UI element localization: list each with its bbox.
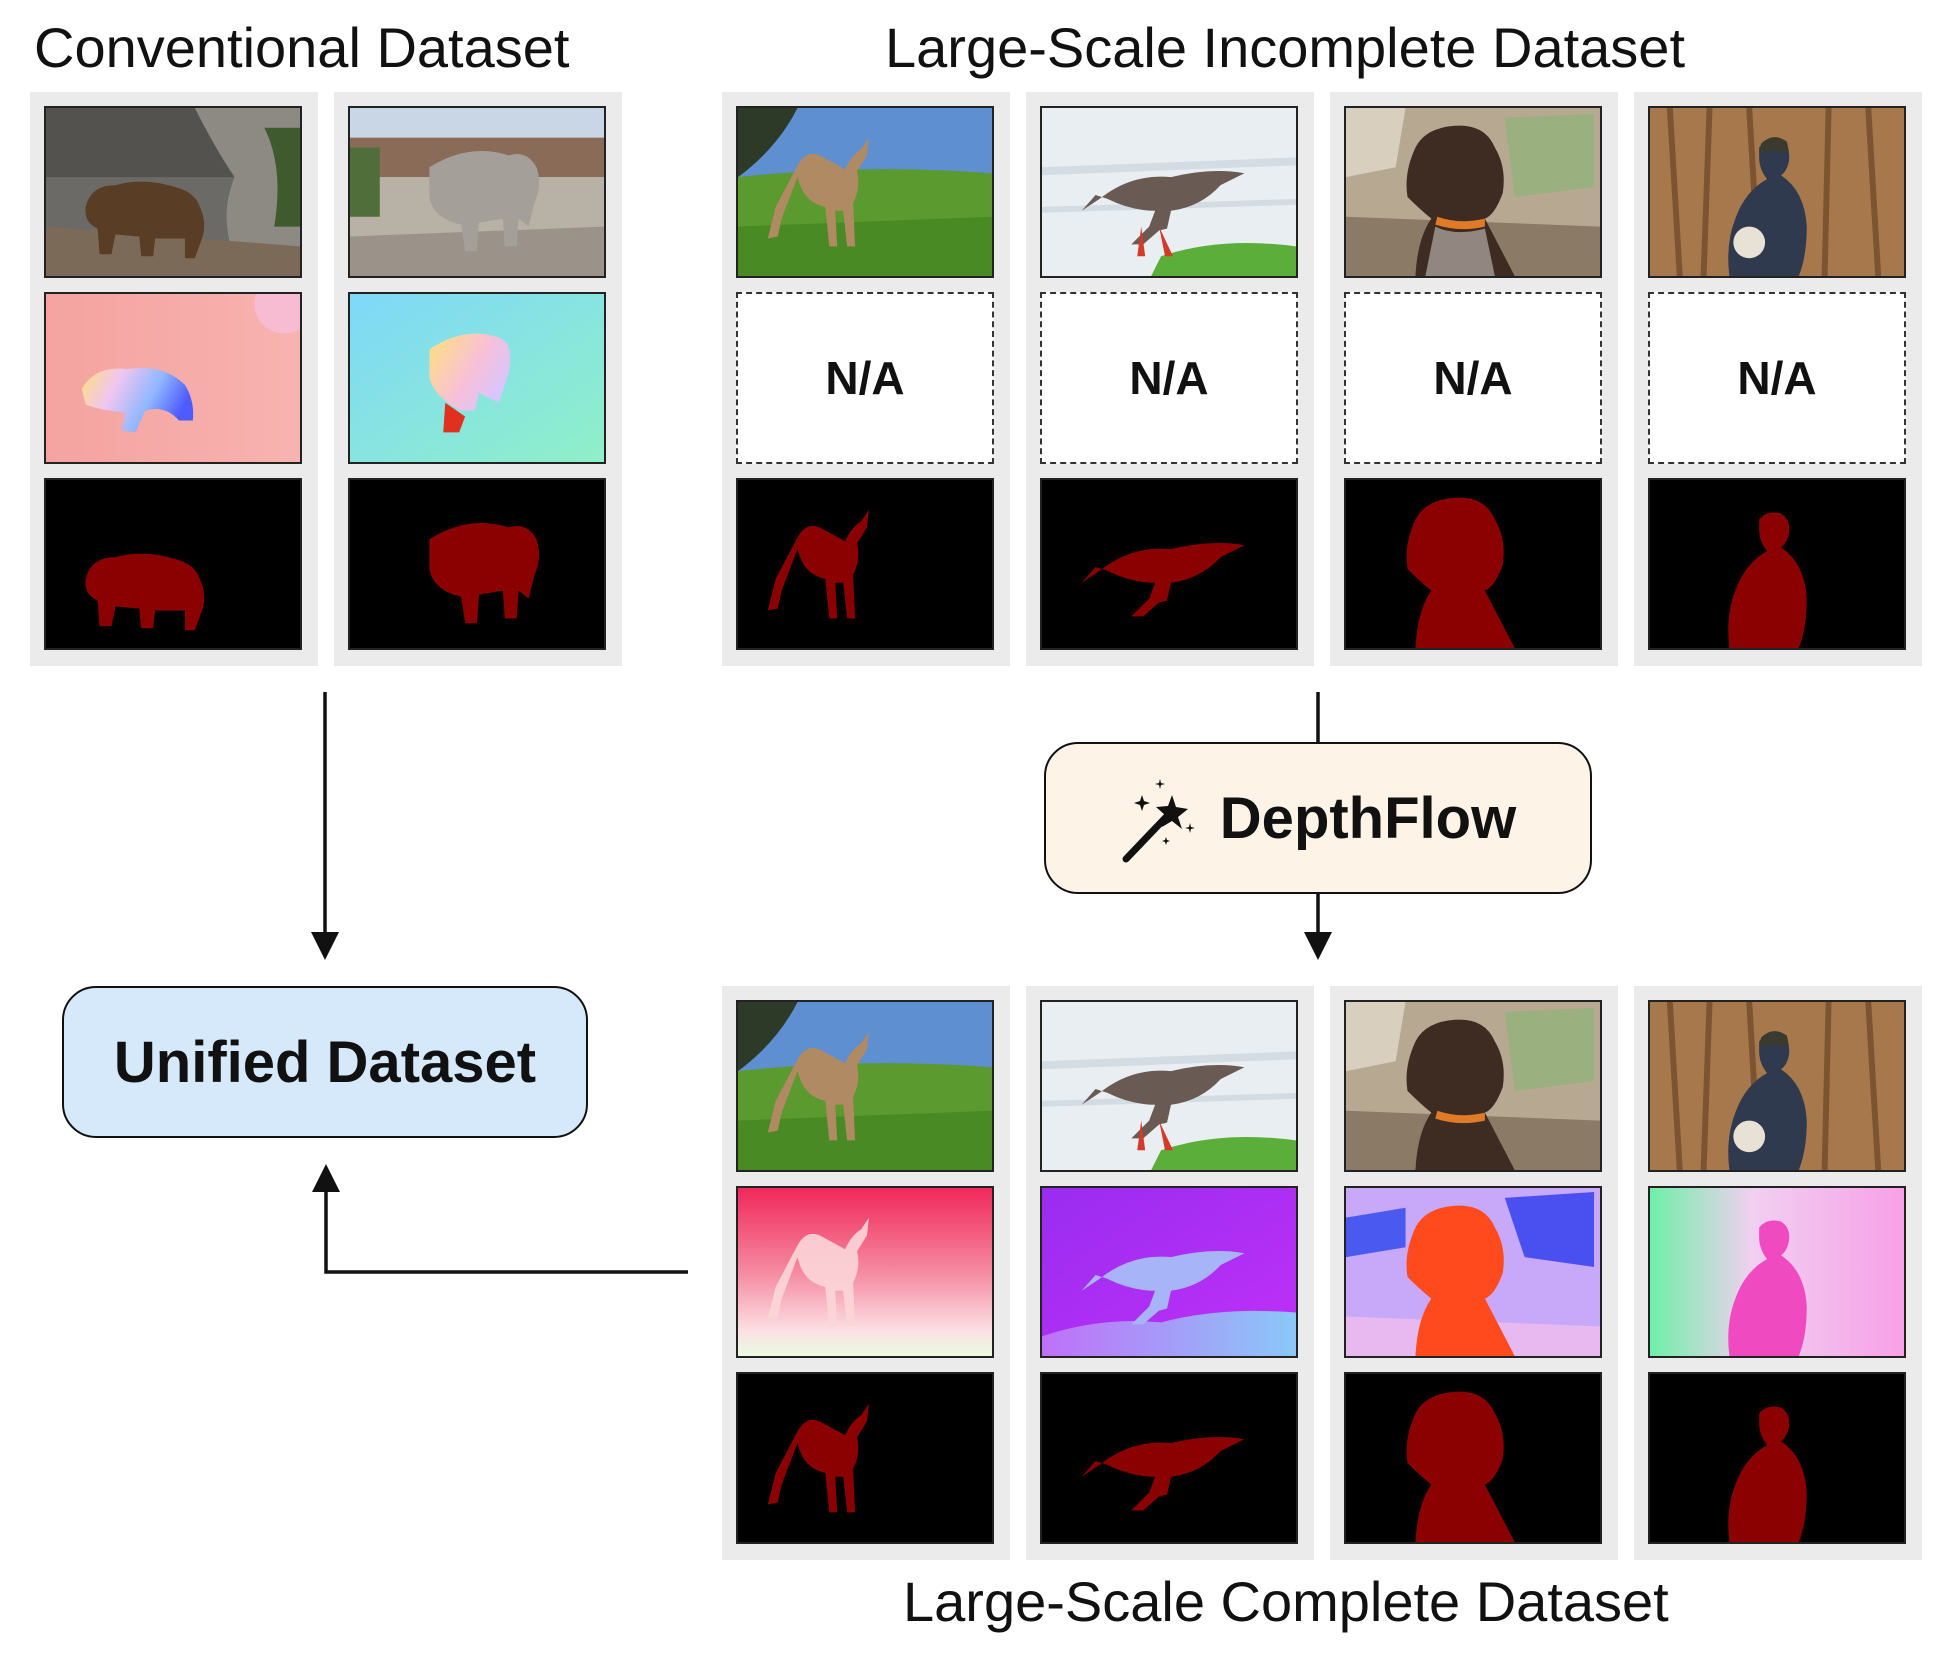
generated-flow-dog — [1344, 1186, 1602, 1358]
optical-flow-elephant — [348, 292, 606, 464]
conventional-sample-bear — [30, 92, 318, 666]
arrow-complete-to-unified — [312, 1164, 688, 1274]
mask-bird-complete — [1040, 1372, 1298, 1544]
magic-wand-icon — [1120, 773, 1196, 863]
mask-bird — [1040, 478, 1298, 650]
complete-sample-man — [1634, 986, 1922, 1560]
conventional-dataset-title: Conventional Dataset — [34, 16, 570, 79]
missing-flow-man: N/A — [1648, 292, 1906, 464]
conventional-sample-elephant — [334, 92, 622, 666]
mask-fawn-complete — [736, 1372, 994, 1544]
missing-flow-fawn: N/A — [736, 292, 994, 464]
incomplete-dataset-title: Large-Scale Incomplete Dataset — [885, 16, 1685, 79]
rgb-image-man-complete — [1648, 1000, 1906, 1172]
depthflow-box: DepthFlow — [1044, 742, 1592, 894]
unified-dataset-box: Unified Dataset — [62, 986, 588, 1138]
generated-flow-fawn — [736, 1186, 994, 1358]
complete-sample-fawn — [722, 986, 1010, 1560]
arrow-conventional-to-unified — [311, 692, 339, 960]
missing-flow-dog: N/A — [1344, 292, 1602, 464]
rgb-image-bird-complete — [1040, 1000, 1298, 1172]
mask-man — [1648, 478, 1906, 650]
incomplete-sample-dog: N/A — [1330, 92, 1618, 666]
incomplete-sample-man: N/A — [1634, 92, 1922, 666]
rgb-image-dog-complete — [1344, 1000, 1602, 1172]
mask-bear — [44, 478, 302, 650]
rgb-image-man — [1648, 106, 1906, 278]
rgb-image-dog — [1344, 106, 1602, 278]
rgb-image-fawn-complete — [736, 1000, 994, 1172]
rgb-image-bear — [44, 106, 302, 278]
depthflow-label: DepthFlow — [1219, 785, 1517, 851]
mask-dog — [1344, 478, 1602, 650]
mask-dog-complete — [1344, 1372, 1602, 1544]
incomplete-sample-bird: N/A — [1026, 92, 1314, 666]
optical-flow-bear — [44, 292, 302, 464]
mask-man-complete — [1648, 1372, 1906, 1544]
generated-flow-bird — [1040, 1186, 1298, 1358]
mask-fawn — [736, 478, 994, 650]
complete-sample-dog — [1330, 986, 1618, 1560]
complete-sample-bird — [1026, 986, 1314, 1560]
unified-dataset-label: Unified Dataset — [113, 1029, 537, 1095]
generated-flow-man — [1648, 1186, 1906, 1358]
incomplete-sample-fawn: N/A — [722, 92, 1010, 666]
rgb-image-elephant — [348, 106, 606, 278]
mask-elephant — [348, 478, 606, 650]
arrow-depthflow-to-complete — [1304, 892, 1332, 960]
missing-flow-bird: N/A — [1040, 292, 1298, 464]
rgb-image-bird — [1040, 106, 1298, 278]
complete-dataset-title: Large-Scale Complete Dataset — [903, 1570, 1669, 1633]
rgb-image-fawn — [736, 106, 994, 278]
